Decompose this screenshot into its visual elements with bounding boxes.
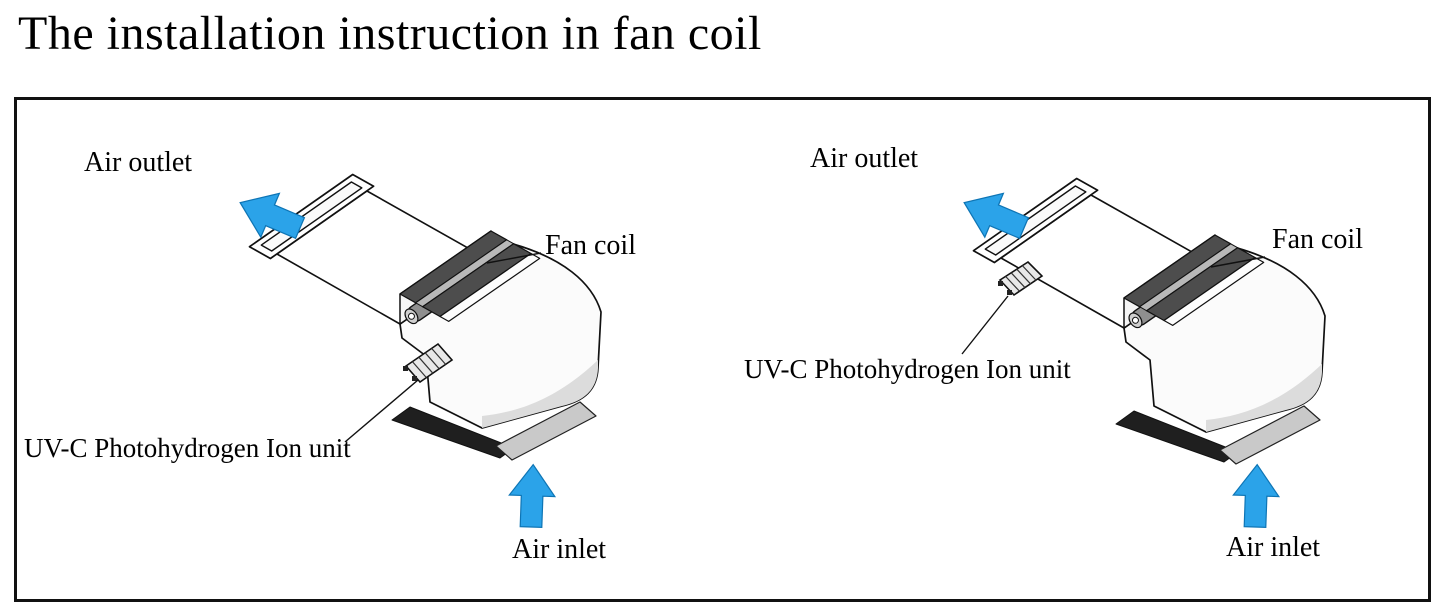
air-outlet-label: Air outlet [810, 143, 919, 174]
uv-unit-label: UV-C Photohydrogen Ion unit [744, 354, 1071, 384]
fan-coil-illustration-right [954, 177, 1326, 529]
uv-unit-leader-line [961, 295, 1009, 355]
uv-unit [403, 342, 454, 384]
fan-coil-label: Fan coil [545, 230, 636, 261]
fan-coil-label: Fan coil [1272, 224, 1363, 255]
uv-unit-label: UV-C Photohydrogen Ion unit [24, 433, 351, 463]
page-title: The installation instruction in fan coil [18, 7, 762, 60]
air-outlet-label: Air outlet [84, 147, 193, 178]
uv-unit-leader-line [344, 379, 419, 443]
fan-coil-leader-line [486, 252, 542, 264]
air-inlet-arrow-icon [507, 463, 557, 529]
air-inlet-label: Air inlet [1226, 532, 1321, 563]
fan-coil-leader-line [1210, 256, 1266, 268]
fan-coil-illustration-left [230, 173, 602, 529]
uv-unit [998, 260, 1044, 297]
air-inlet-label: Air inlet [512, 534, 607, 565]
diagram-border [14, 97, 1431, 602]
air-inlet-arrow-icon [1231, 463, 1281, 529]
